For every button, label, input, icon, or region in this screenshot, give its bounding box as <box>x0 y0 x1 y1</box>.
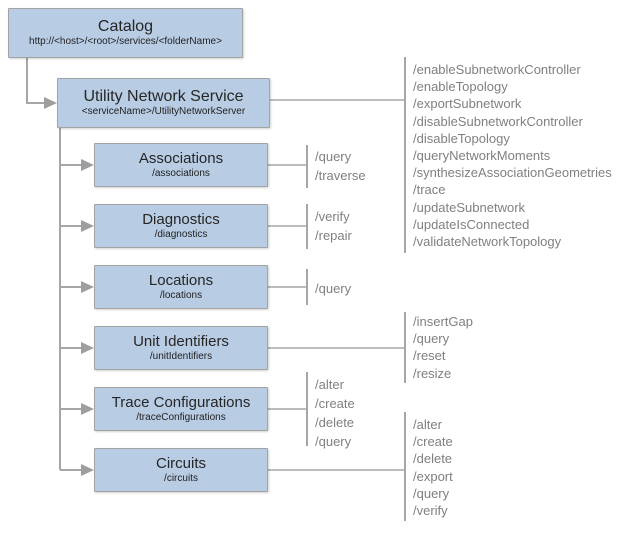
node-trace-configurations-title: Trace Configurations <box>111 394 251 412</box>
arrowhead-associations <box>81 159 94 171</box>
node-trace-configurations-subtitle: /traceConfigurations <box>136 411 226 423</box>
node-unit-identifiers-subtitle: /unitIdentifiers <box>149 350 213 362</box>
ops-list-utility-network-service: /enableSubnetworkController/enableTopolo… <box>413 61 612 250</box>
node-associations-title: Associations <box>138 150 224 168</box>
arrowhead-service <box>44 97 57 109</box>
operation-item: /verify <box>315 209 350 224</box>
arrowhead-diagnostics <box>81 220 94 232</box>
node-locations: Locations /locations <box>94 265 268 309</box>
node-diagnostics: Diagnostics /diagnostics <box>94 204 268 248</box>
connector-catalog-to-service <box>26 58 45 104</box>
node-unit-identifiers: Unit Identifiers /unitIdentifiers <box>94 326 268 370</box>
node-catalog-subtitle: http://<host>/<root>/services/<folderNam… <box>29 36 222 48</box>
operation-item: /verify <box>413 503 448 519</box>
operation-item: /query <box>315 281 352 296</box>
ops-list-diagnostics: /verify/repair <box>315 207 352 245</box>
node-associations: Associations /associations <box>94 143 268 187</box>
node-associations-subtitle: /associations <box>152 167 210 179</box>
ops-list-trace-configurations: /alter/create/delete/query <box>315 375 355 451</box>
operation-item: /updateSubnetwork <box>413 199 526 215</box>
operation-item: /alter <box>315 377 344 392</box>
operation-item: /insertGap <box>413 314 473 329</box>
node-unit-identifiers-title: Unit Identifiers <box>133 333 229 351</box>
operation-item: /alter <box>413 417 442 432</box>
node-catalog-title: Catalog <box>97 17 154 35</box>
operation-item: /traverse <box>315 168 366 183</box>
node-locations-subtitle: /locations <box>159 289 203 301</box>
node-utility-network-service-subtitle: <serviceName>/UtilityNetworkServer <box>81 106 246 118</box>
operation-item: /updateIsConnected <box>413 216 530 232</box>
ops-list-locations: /query <box>315 279 351 298</box>
ops-list-unit-identifiers: /insertGap/query/reset/resize <box>413 313 473 382</box>
operation-item: /create <box>315 396 355 411</box>
operation-item: /validateNetworkTopology <box>413 234 562 250</box>
node-utility-network-service: Utility Network Service <serviceName>/Ut… <box>57 78 270 128</box>
operation-item: /disableSubnetworkController <box>413 113 583 129</box>
node-circuits-title: Circuits <box>155 455 206 473</box>
operation-item: /synthesizeAssociationGeometries <box>413 165 612 181</box>
operation-item: /reset <box>413 348 446 364</box>
operation-item: /enableTopology <box>413 79 508 95</box>
node-locations-title: Locations <box>148 272 214 290</box>
operation-item: /query <box>413 485 450 501</box>
operation-item: /delete <box>315 415 355 430</box>
ops-list-associations: /query/traverse <box>315 147 366 185</box>
arrowhead-trace-configurations <box>81 403 94 415</box>
operation-item: /queryNetworkMoments <box>413 148 551 164</box>
node-diagnostics-title: Diagnostics <box>142 211 220 229</box>
operation-item: /query <box>413 331 450 347</box>
arrowhead-circuits <box>81 464 94 476</box>
operation-item: /repair <box>315 228 352 243</box>
operation-item: /exportSubnetwork <box>413 96 522 112</box>
arrowhead-unit-identifiers <box>81 342 94 354</box>
operation-item: /resize <box>413 365 452 381</box>
operation-item: /delete <box>413 451 453 467</box>
node-utility-network-service-title: Utility Network Service <box>83 87 244 105</box>
node-trace-configurations: Trace Configurations /traceConfiguration… <box>94 387 268 431</box>
operation-item: /disableTopology <box>413 130 510 146</box>
node-catalog: Catalog http://<host>/<root>/services/<f… <box>8 8 243 58</box>
operation-item: /create <box>413 434 453 450</box>
node-diagnostics-subtitle: /diagnostics <box>154 228 208 240</box>
operation-item: /enableSubnetworkController <box>413 62 581 77</box>
arrowhead-locations <box>81 281 94 293</box>
operation-item: /trace <box>413 182 446 198</box>
node-circuits: Circuits /circuits <box>94 448 268 492</box>
ops-list-circuits: /alter/create/delete/export/query/verify <box>413 416 453 519</box>
operation-item: /query <box>315 149 352 164</box>
operation-item: /export <box>413 468 453 484</box>
node-circuits-subtitle: /circuits <box>164 472 198 484</box>
operation-item: /query <box>315 434 352 449</box>
